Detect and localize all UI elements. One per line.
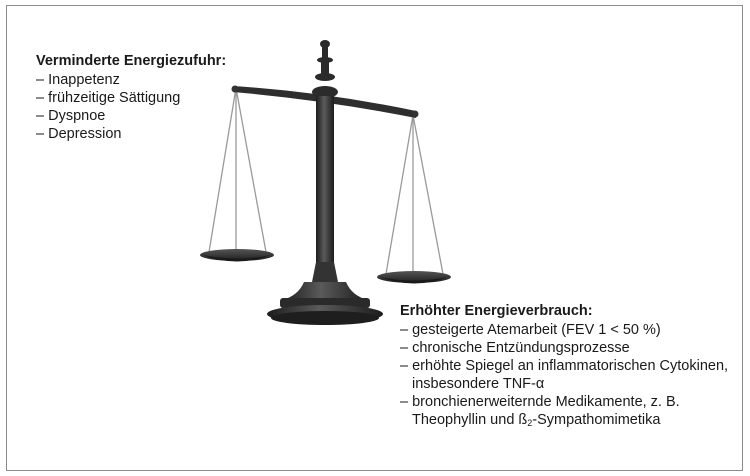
increased-consumption-title: Erhöhter Energieverbrauch: bbox=[400, 302, 730, 320]
increased-consumption-block: Erhöhter Energieverbrauch: – gesteigerte… bbox=[400, 302, 730, 432]
decreased-intake-block: Verminderte Energiezufuhr: – Inappetenz … bbox=[36, 52, 226, 143]
right-pan-strings bbox=[386, 115, 443, 276]
decreased-intake-list: – Inappetenz – frühzeitige Sättigung – D… bbox=[36, 71, 226, 143]
list-item: – Dyspnoe bbox=[36, 107, 226, 125]
left-pan bbox=[200, 249, 274, 262]
right-pan bbox=[377, 271, 451, 284]
scale-finial bbox=[312, 40, 338, 98]
increased-consumption-list: – gesteigerte Atemarbeit (FEV 1 < 50 %) … bbox=[400, 321, 730, 432]
decreased-intake-title: Verminderte Energiezufuhr: bbox=[36, 52, 226, 70]
list-item: – chronische Entzündungsprozesse bbox=[400, 339, 730, 357]
list-item: – bronchienerweiternde Medikamente, z. B… bbox=[400, 393, 730, 432]
right-beam-end bbox=[412, 111, 419, 118]
list-item: – erhöhte Spiegel an inflammatorischen C… bbox=[400, 357, 730, 393]
scale-base bbox=[267, 262, 383, 325]
list-item: – Inappetenz bbox=[36, 71, 226, 89]
list-item: – Depression bbox=[36, 125, 226, 143]
left-beam-end bbox=[232, 86, 239, 93]
list-item: – frühzeitige Sättigung bbox=[36, 89, 226, 107]
list-item: – gesteigerte Atemarbeit (FEV 1 < 50 %) bbox=[400, 321, 730, 339]
scale-column bbox=[316, 96, 334, 266]
